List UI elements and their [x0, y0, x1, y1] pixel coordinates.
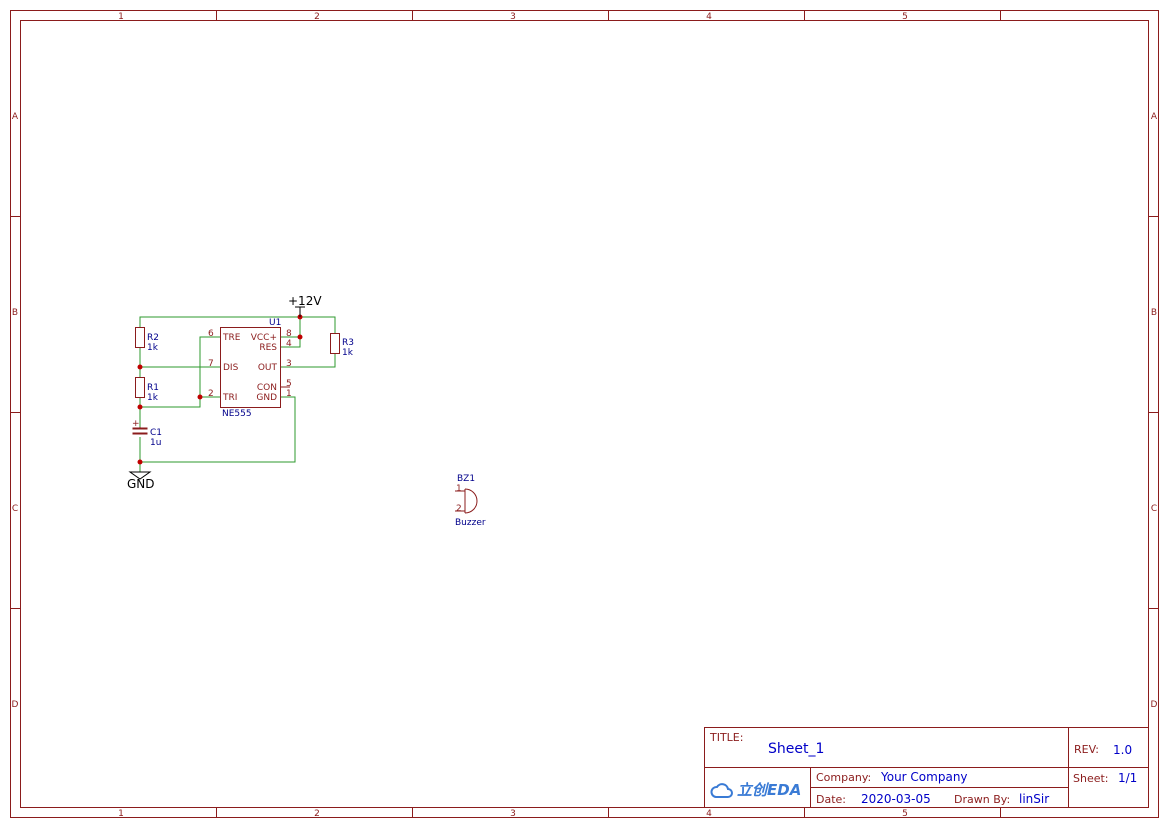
junction-dot [137, 404, 143, 410]
col-label-bottom-1: 1 [118, 809, 124, 819]
row-label-right-a: A [1151, 112, 1158, 122]
col-label-top-4: 4 [706, 12, 712, 22]
col-label-top-2: 2 [314, 12, 320, 22]
col-label-bottom-4: 4 [706, 809, 712, 819]
drawn-by-label: Drawn By: [954, 793, 1010, 806]
resistor-r2: R2 1k [135, 327, 159, 353]
resistor-r3: R3 1k [330, 333, 354, 358]
u1-pin-res-num: 4 [286, 339, 292, 349]
bz1-pin2: 2 [456, 504, 462, 514]
bz1-pin1: 1 [456, 484, 462, 494]
date-label: Date: [816, 793, 846, 806]
capacitor-c1: + C1 1u [132, 419, 162, 448]
u1-ref: U1 [269, 318, 281, 328]
sheet-value: 1/1 [1118, 771, 1137, 785]
col-label-top-1: 1 [118, 12, 124, 22]
col-label-bottom-3: 3 [510, 809, 516, 819]
u1-pin-res-name: RES [259, 343, 277, 353]
junction-dot [137, 364, 143, 370]
vcc-label: +12V [288, 294, 322, 308]
r2-ref: R2 [147, 333, 159, 343]
u1-pin-con-num: 5 [286, 379, 292, 389]
title-value: Sheet_1 [768, 741, 824, 757]
u1-pin-vcc-name: VCC+ [251, 333, 277, 343]
title-block: TITLE: Sheet_1 REV: 1.0 立创EDA Company: Y… [704, 727, 1149, 808]
row-label-right-d: D [1151, 700, 1158, 710]
u1-pin-out-name: OUT [258, 363, 278, 373]
rev-value: 1.0 [1113, 743, 1132, 757]
bz1-ref: BZ1 [457, 474, 475, 484]
row-label-left-b: B [12, 308, 18, 318]
row-label-left-c: C [12, 504, 18, 514]
col-label-bottom-2: 2 [314, 809, 320, 819]
company-label: Company: [816, 771, 871, 784]
company-value: Your Company [880, 770, 968, 784]
u1-pin-vcc-num: 8 [286, 329, 292, 339]
c1-value: 1u [150, 438, 161, 448]
r3-ref: R3 [342, 338, 354, 348]
col-label-top-3: 3 [510, 12, 516, 22]
col-label-top-5: 5 [902, 12, 908, 22]
junction-dot [297, 334, 303, 340]
u1-pin-dis-num: 7 [208, 359, 214, 369]
junction-dot [197, 394, 203, 400]
u1-pin-tre-num: 6 [208, 329, 214, 339]
gnd-label: GND [127, 477, 155, 491]
inner-frame [20, 20, 1149, 808]
outer-frame [10, 10, 1159, 818]
u1-pin-tri-num: 2 [208, 389, 214, 399]
u1-pin-tre-name: TRE [222, 333, 241, 343]
drawn-by-value: linSir [1019, 792, 1049, 806]
row-dividers [10, 216, 1158, 609]
gnd-symbol: GND [127, 471, 155, 491]
u1-pin-gnd-num: 1 [286, 389, 292, 399]
u1-pin-con-name: CON [257, 383, 277, 393]
title-label: TITLE: [709, 731, 743, 744]
wires [139, 316, 336, 472]
c1-polarity: + [132, 419, 140, 429]
row-label-right-c: C [1151, 504, 1157, 514]
u1-pin-dis-name: DIS [223, 363, 239, 373]
junction-dot [137, 459, 143, 465]
row-label-right-b: B [1151, 308, 1157, 318]
row-label-left-a: A [12, 112, 19, 122]
u1-pin-tri-name: TRI [222, 393, 237, 403]
cloud-icon [710, 783, 733, 798]
c1-ref: C1 [150, 428, 162, 438]
col-label-bottom-5: 5 [902, 809, 908, 819]
row-label-left-d: D [12, 700, 19, 710]
r3-value: 1k [342, 348, 354, 358]
u1-pin-gnd-name: GND [256, 393, 277, 403]
buzzer-bz1: BZ1 1 2 Buzzer [455, 474, 486, 528]
r1-value: 1k [147, 393, 159, 403]
logo-text: 立创EDA [737, 781, 801, 799]
r2-value: 1k [147, 343, 159, 353]
rev-label: REV: [1074, 743, 1099, 756]
vcc-symbol: +12V [288, 294, 322, 317]
bz1-value: Buzzer [455, 518, 486, 528]
u1-value: NE555 [222, 409, 252, 419]
column-dividers [216, 10, 1001, 817]
sheet-label: Sheet: [1073, 772, 1109, 785]
u1-pin-out-num: 3 [286, 359, 292, 369]
ic-u1-ne555: U1 NE555 TRE DIS TRI VCC+ RES OUT CON GN… [208, 318, 292, 419]
r1-ref: R1 [147, 383, 159, 393]
resistor-r1: R1 1k [135, 377, 159, 403]
logo: 立创EDA [710, 781, 801, 799]
date-value: 2020-03-05 [861, 792, 931, 806]
